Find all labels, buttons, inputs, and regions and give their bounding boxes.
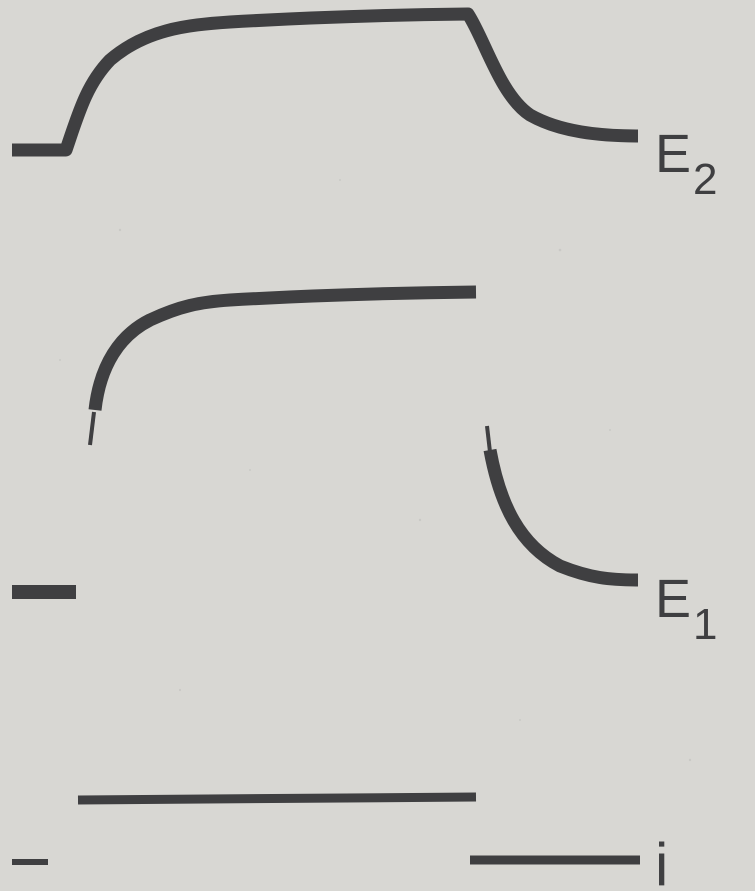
trace-e2-label: E2 — [655, 124, 718, 204]
trace-e1-rise — [88, 285, 477, 411]
trace-e1: E1 — [12, 285, 718, 649]
paper-texture — [59, 179, 692, 762]
trace-e2: E2 — [12, 7, 718, 204]
trace-i: i — [12, 792, 668, 891]
trace-e1-fall-tail — [485, 425, 492, 453]
trace-i-pulse — [77, 792, 477, 805]
trace-e1-label: E1 — [655, 569, 718, 649]
trace-e1-fall — [483, 448, 639, 587]
trace-e1-rise-tail — [88, 411, 96, 446]
trace-i-label: i — [655, 831, 668, 891]
trace-e2-line — [12, 7, 639, 157]
